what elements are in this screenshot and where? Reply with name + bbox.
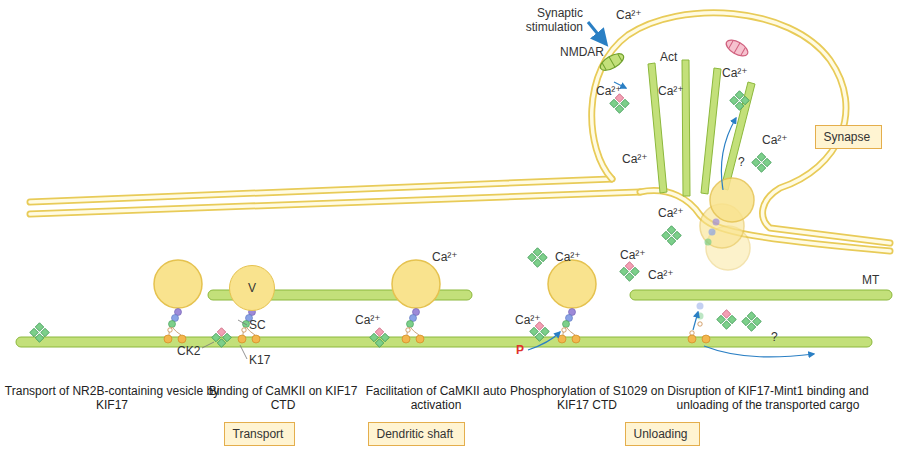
annotation: Ca²⁺ (515, 313, 541, 327)
node-text: V (248, 281, 256, 295)
label-box: Transport (224, 422, 295, 446)
step-caption: Disruption of KIF17-Mint1 binding and un… (643, 384, 893, 412)
annotation: Ca²⁺ (620, 248, 646, 262)
annotation: SC (249, 318, 266, 332)
annotation: Synaptic stimulation (503, 6, 583, 34)
membrane (30, 13, 890, 251)
label-box: Dendritic shaft (368, 422, 465, 446)
annotation: Ca²⁺ (722, 66, 748, 80)
annotation: MT (862, 273, 879, 287)
annotation: Ca²⁺ (355, 313, 381, 327)
actin (648, 60, 755, 196)
annotation: Ca²⁺ (596, 84, 622, 98)
annotation: ? (771, 330, 778, 344)
annotation: ? (738, 155, 745, 169)
vesicle-node: V (229, 265, 275, 311)
annotation: Ca²⁺ (432, 250, 458, 264)
kif17-motor (164, 219, 720, 344)
annotation: K17 (249, 353, 270, 367)
annotation: Ca²⁺ (658, 206, 684, 220)
camkii (30, 91, 771, 347)
microtubule (16, 290, 892, 347)
annotation: Ca²⁺ (648, 268, 674, 282)
annotation: Ca²⁺ (762, 133, 788, 147)
leader-line (202, 320, 247, 359)
arrow (528, 22, 814, 357)
annotation: Ca²⁺ (555, 250, 581, 264)
step-caption: Transport of NR2B-containing vesicle by … (5, 384, 220, 412)
annotation: Ca²⁺ (622, 152, 648, 166)
label-box: Synapse (815, 125, 882, 149)
annotation: CK2 (177, 344, 200, 358)
annotation: Act (660, 50, 677, 64)
annotation: Ca²⁺ (658, 84, 684, 98)
phospho-mark: P (516, 343, 524, 357)
step-caption: Facilitation of CaMKII auto activation (356, 384, 516, 412)
annotation: Ca²⁺ (616, 8, 642, 22)
node-text: Dendritic shaft (377, 427, 454, 441)
channel (724, 37, 751, 59)
node-text: Transport (233, 427, 284, 441)
node-text: Unloading (634, 427, 688, 441)
node-text: Synapse (824, 130, 871, 144)
label-box: Unloading (625, 422, 700, 446)
annotation: NMDAR (560, 45, 604, 59)
step-caption: Phosphorylation of S1029 on KIF17 CTD (502, 384, 672, 412)
step-caption: Binding of CaMKII on KIF17 CTD (198, 384, 368, 412)
